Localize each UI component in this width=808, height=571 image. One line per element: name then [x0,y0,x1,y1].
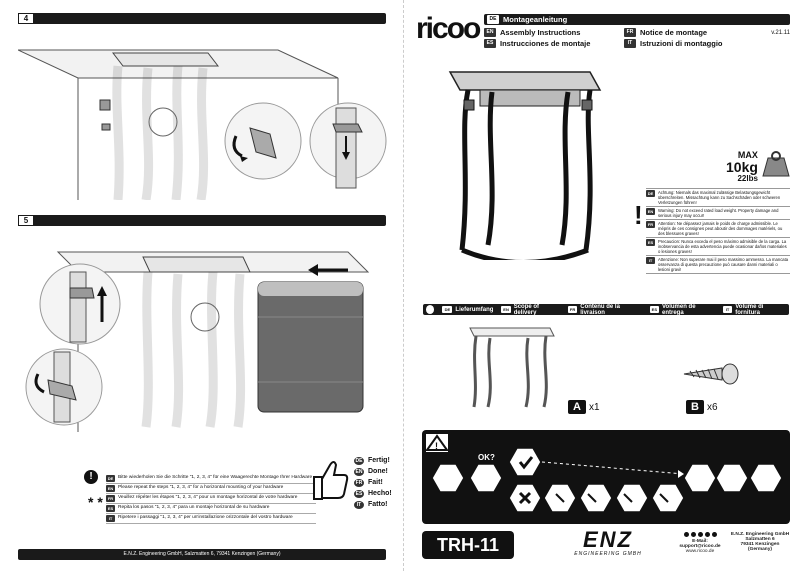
scope-en: Scope of delivery [513,303,540,316]
title-fr: Notice de montage [640,28,708,37]
part-a-label: A x1 [568,400,600,414]
title-it: Istruzioni di montaggio [640,39,723,48]
ok-label: OK? [478,453,495,462]
scope-icon [426,305,435,314]
step-5-illustration [25,251,370,432]
model-badge: TRH-11 [422,531,514,559]
done-es: Hecho! [368,490,392,497]
enz-logo: ENZ ENGINEERING GMBH [574,527,642,558]
contact-email: E-Mail: support@ricoo.de [679,539,721,549]
done-en: Done! [368,468,388,475]
max-load: MAX 10kg 22lbs [726,150,758,183]
weight-icon [762,151,790,177]
max-kg: 10kg [726,159,758,175]
screw-icon [683,363,739,385]
social-icons [672,532,728,537]
thumbs-up-icon [313,461,349,500]
contact-block: E-Mail: support@ricoo.de www.ricoo.de [672,532,728,554]
svg-text:!: ! [435,441,438,451]
product-image [448,71,602,260]
part-a-image [469,327,555,408]
scope-fr: Contenu de la livraison [580,303,620,316]
step-4-illustration [18,49,387,200]
done-it: Fatto! [368,501,388,508]
scope-de: Lieferumfang [455,306,494,313]
title-es: Instrucciones de montaje [500,39,591,48]
step-4-bar: 4 [18,13,386,24]
title-en: Assembly Instructions [500,28,581,37]
asterisk-icon: * * [88,494,103,510]
scope-it: Volume di fornitura [735,303,764,316]
step-4-number: 4 [18,13,34,24]
done-fr: Fait! [368,479,383,486]
warning-exclamation-icon: ! [634,200,643,230]
part-b-label: B x6 [686,400,718,414]
step-5-bar: 5 [18,215,386,226]
exclamation-icon: ! [84,470,98,484]
address-block: E.N.Z. Engineering GmbH Salzmatten 6 793… [730,532,790,552]
max-lbs: 22lbs [737,174,758,183]
brand-logo: ricoo [416,12,481,45]
step-5-number: 5 [18,215,34,226]
part-b-id: B [686,400,704,414]
title-de: Montageanleitung [503,15,568,24]
safety-graphic: ! OK? [425,434,783,513]
done-de: Fertig! [368,457,390,464]
left-footer-bar: E.N.Z. Engineering GmbH, Salzmatten 6, 7… [18,549,386,560]
max-label: MAX [737,150,758,160]
fold-line [403,0,404,571]
contact-web: www.ricoo.de [685,549,715,554]
version-label: v.21.11 [771,30,790,36]
part-a-id: A [568,400,586,414]
part-a-qty: x1 [588,401,600,413]
scope-es: Volumen de entrega [661,303,696,316]
part-b-qty: x6 [706,401,718,413]
